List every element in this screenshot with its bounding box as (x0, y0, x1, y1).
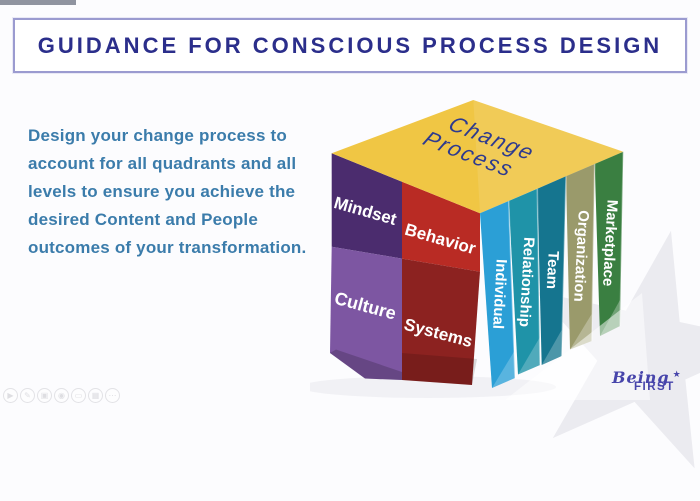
level-marketplace-label: Marketplace (599, 199, 621, 286)
level-marketplace-face (594, 151, 624, 336)
slat-seam (507, 200, 516, 379)
slat-seam (536, 188, 541, 366)
slide-body-text: Design your change process to account fo… (28, 126, 307, 257)
video-icon[interactable]: ▦ (88, 388, 103, 403)
level-organization-face (566, 164, 595, 350)
quadrant-systems-face (402, 258, 480, 385)
quadrant-behavior-face (402, 181, 480, 272)
cube-top-face (331, 100, 624, 214)
systems-bevel-shade (402, 353, 477, 385)
reflection-haze (505, 293, 650, 400)
bottom-toolbar: ▶ ✎ ▣ ◉ ▭ ▦ ⋯ (3, 388, 120, 403)
logo-star-icon: ★ (672, 369, 681, 380)
level-individual-label: Individual (489, 259, 510, 330)
record-icon[interactable]: ◉ (54, 388, 69, 403)
slide-root: { "slide": { "title": "GUIDANCE FOR CONS… (0, 0, 700, 400)
pen-icon[interactable]: ✎ (20, 388, 35, 403)
comment-icon[interactable]: ▭ (71, 388, 86, 403)
team-edge-highlight (541, 330, 562, 365)
cube-top-highlight (473, 100, 624, 214)
quadrant-mindset-face (331, 153, 402, 259)
individual-edge-highlight (492, 350, 515, 388)
slat-seam (590, 163, 596, 342)
more-icon[interactable]: ⋯ (105, 388, 120, 403)
level-individual-face (480, 201, 515, 388)
play-icon[interactable]: ▶ (3, 388, 18, 403)
slide-title-box: GUIDANCE FOR CONSCIOUS PROCESS DESIGN (13, 18, 687, 73)
window-artifact-bar (0, 0, 76, 5)
image-icon[interactable]: ▣ (37, 388, 52, 403)
relationship-edge-highlight (518, 337, 540, 375)
level-organization-label: Organization (570, 210, 592, 302)
logo-caps-word: FIRST (634, 381, 675, 393)
being-first-logo: Being★ FIRST (612, 370, 681, 394)
quadrant-culture-face (330, 246, 402, 380)
level-relationship-face (508, 188, 540, 375)
change-process-cube-diagram: Individual Relationship Team Organizatio… (310, 100, 650, 400)
slat-seam (560, 176, 567, 357)
level-team-face (537, 176, 566, 365)
logo-script-word: Being (612, 368, 670, 387)
culture-bevel-shade (330, 349, 402, 380)
slide-title: GUIDANCE FOR CONSCIOUS PROCESS DESIGN (37, 32, 663, 58)
level-relationship-label: Relationship (516, 237, 538, 328)
level-team-label: Team (543, 251, 562, 290)
slat-seam (619, 151, 625, 327)
